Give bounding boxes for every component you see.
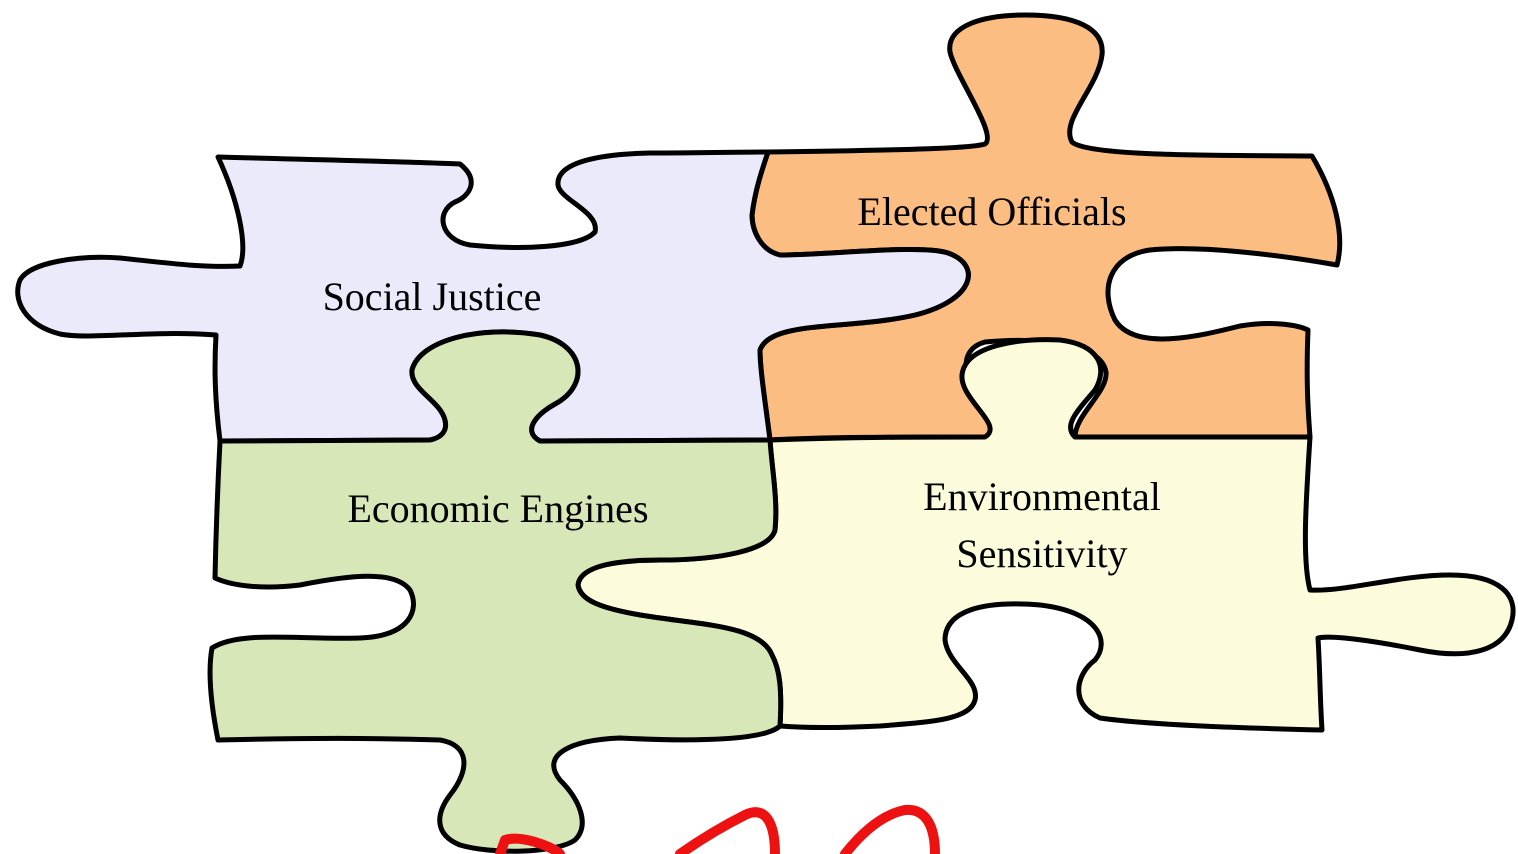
elected-officials-label: Elected Officials xyxy=(857,189,1126,234)
environmental-sensitivity-label-line2: Sensitivity xyxy=(956,531,1127,576)
social-justice-label: Social Justice xyxy=(323,274,542,319)
red-annotation-scribble xyxy=(495,804,940,854)
environmental-sensitivity-label-line1: Environmental xyxy=(923,474,1161,519)
puzzle-piece-social-justice: Social Justice xyxy=(15,149,971,444)
puzzle-piece-elected-officials: Elected Officials xyxy=(749,12,1343,443)
economic-engines-shape xyxy=(207,329,784,854)
economic-engines-label: Economic Engines xyxy=(347,486,648,531)
puzzle-piece-economic-engines: Economic Engines xyxy=(207,329,784,854)
